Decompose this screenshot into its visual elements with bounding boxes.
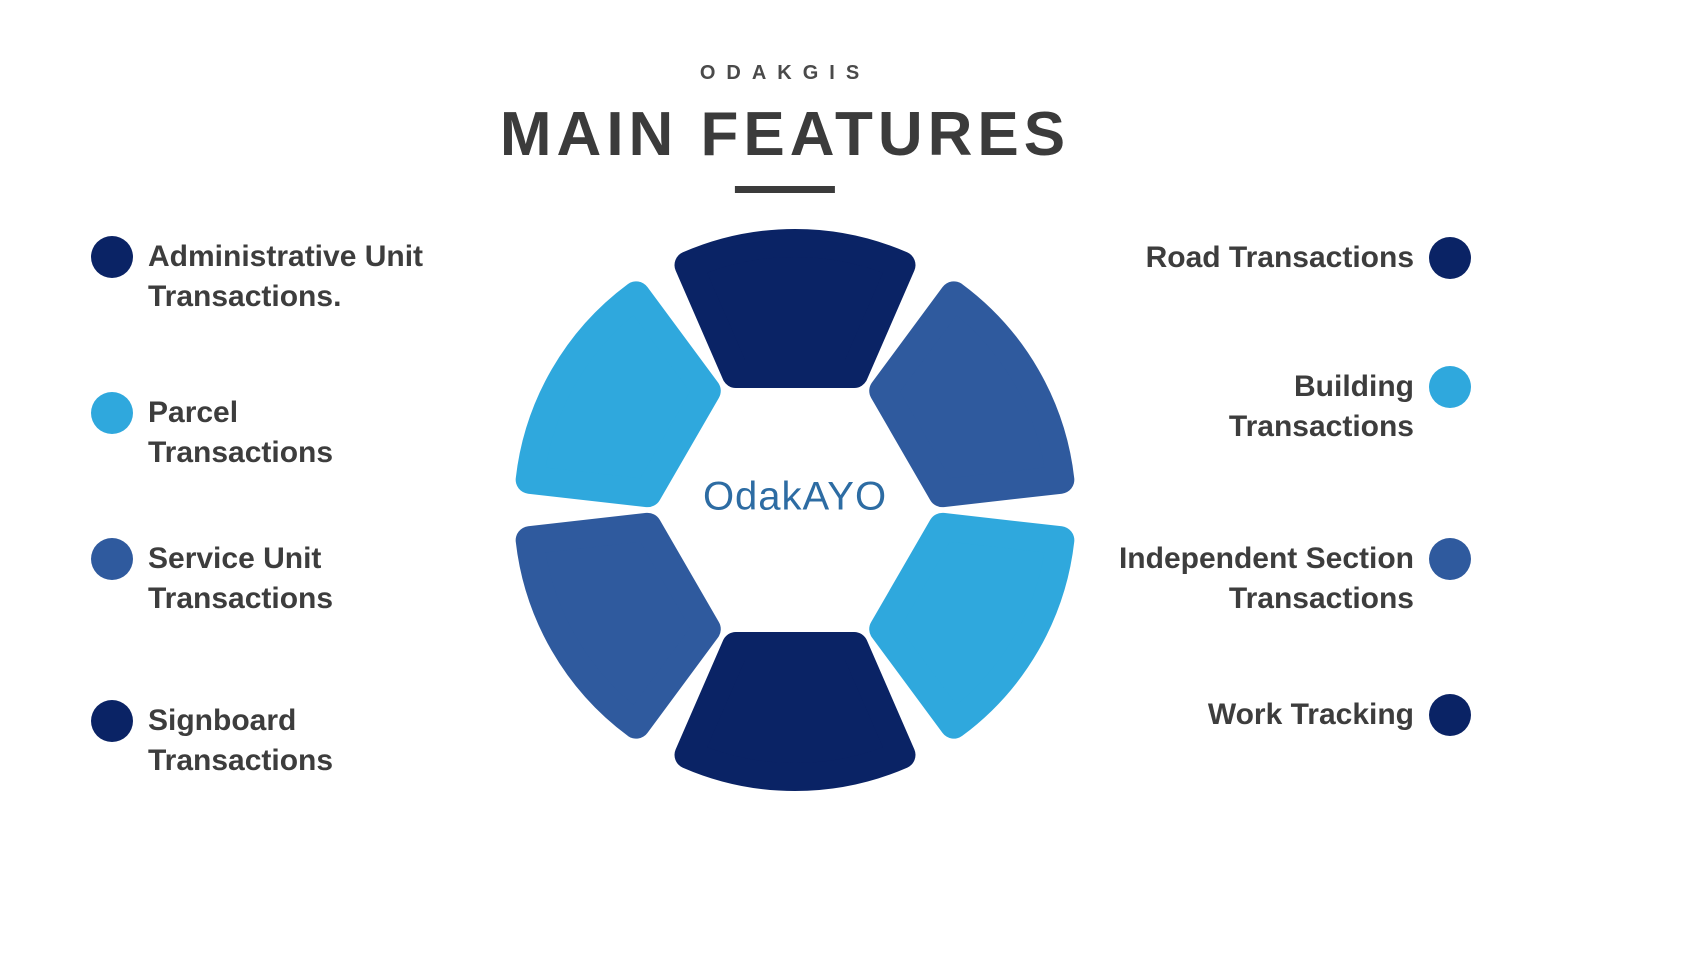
page-title: MAIN FEATURES xyxy=(499,100,1071,169)
feature-label: Independent Section Transactions xyxy=(1119,539,1414,619)
feature-label-line: Transactions xyxy=(1228,582,1414,615)
feature-label-line: Road Transactions xyxy=(1145,241,1414,274)
feature-label-line: Transactions xyxy=(148,436,334,469)
feature-label: Signboard Transactions xyxy=(148,701,333,781)
feature-label-line: Transactions xyxy=(148,582,334,615)
feature-label: Road Transactions xyxy=(1146,238,1414,278)
feature-item-work-tracking: Work Tracking xyxy=(1208,694,1471,736)
feature-item-administrative-unit: Administrative Unit Transactions. xyxy=(91,236,423,317)
feature-label-line: Transactions xyxy=(148,744,334,777)
feature-label: Administrative Unit Transactions. xyxy=(148,237,423,317)
feature-item-parcel: Parcel Transactions xyxy=(91,392,333,473)
wheel-segment-top-left xyxy=(515,281,721,508)
feature-item-building: Building Transactions xyxy=(1229,366,1471,447)
bullet-dot-icon xyxy=(1429,237,1471,279)
feature-label: Service Unit Transactions xyxy=(148,539,333,619)
feature-label: Work Tracking xyxy=(1208,695,1414,735)
bullet-dot-icon xyxy=(91,236,133,278)
feature-label-line: Transactions. xyxy=(148,280,342,313)
feature-label-line: Transactions xyxy=(1228,410,1414,443)
feature-item-independent-section: Independent Section Transactions xyxy=(1119,538,1471,619)
feature-label-line: Signboard xyxy=(148,704,297,737)
feature-label-line: Independent Section xyxy=(1118,542,1414,575)
bullet-dot-icon xyxy=(91,392,133,434)
header: ODAKGIS MAIN FEATURES xyxy=(500,0,1070,193)
wheel-segment-bottom-left xyxy=(515,512,721,739)
feature-label-line: Work Tracking xyxy=(1207,698,1414,731)
bullet-dot-icon xyxy=(1429,538,1471,580)
bullet-dot-icon xyxy=(91,700,133,742)
feature-item-service-unit: Service Unit Transactions xyxy=(91,538,333,619)
feature-label-line: Service Unit xyxy=(148,542,322,575)
feature-item-road: Road Transactions xyxy=(1146,237,1471,279)
feature-label: Parcel Transactions xyxy=(148,393,333,473)
feature-label-line: Administrative Unit xyxy=(148,240,424,273)
wheel-segment-top-right xyxy=(869,281,1075,508)
bullet-dot-icon xyxy=(1429,694,1471,736)
bullet-dot-icon xyxy=(1429,366,1471,408)
wheel-center-label: OdakAYO xyxy=(702,474,888,519)
title-underline xyxy=(735,186,835,193)
feature-label-line: Parcel xyxy=(148,396,239,429)
wheel-segment-bottom xyxy=(674,632,916,791)
segmented-wheel-diagram xyxy=(515,229,1075,791)
feature-label: Building Transactions xyxy=(1229,367,1414,447)
wheel-segment-top xyxy=(674,229,916,388)
bullet-dot-icon xyxy=(91,538,133,580)
brand-text: ODAKGIS xyxy=(699,62,871,84)
feature-label-line: Building xyxy=(1294,370,1414,403)
wheel-segment-bottom-right xyxy=(869,512,1075,739)
feature-item-signboard: Signboard Transactions xyxy=(91,700,333,781)
